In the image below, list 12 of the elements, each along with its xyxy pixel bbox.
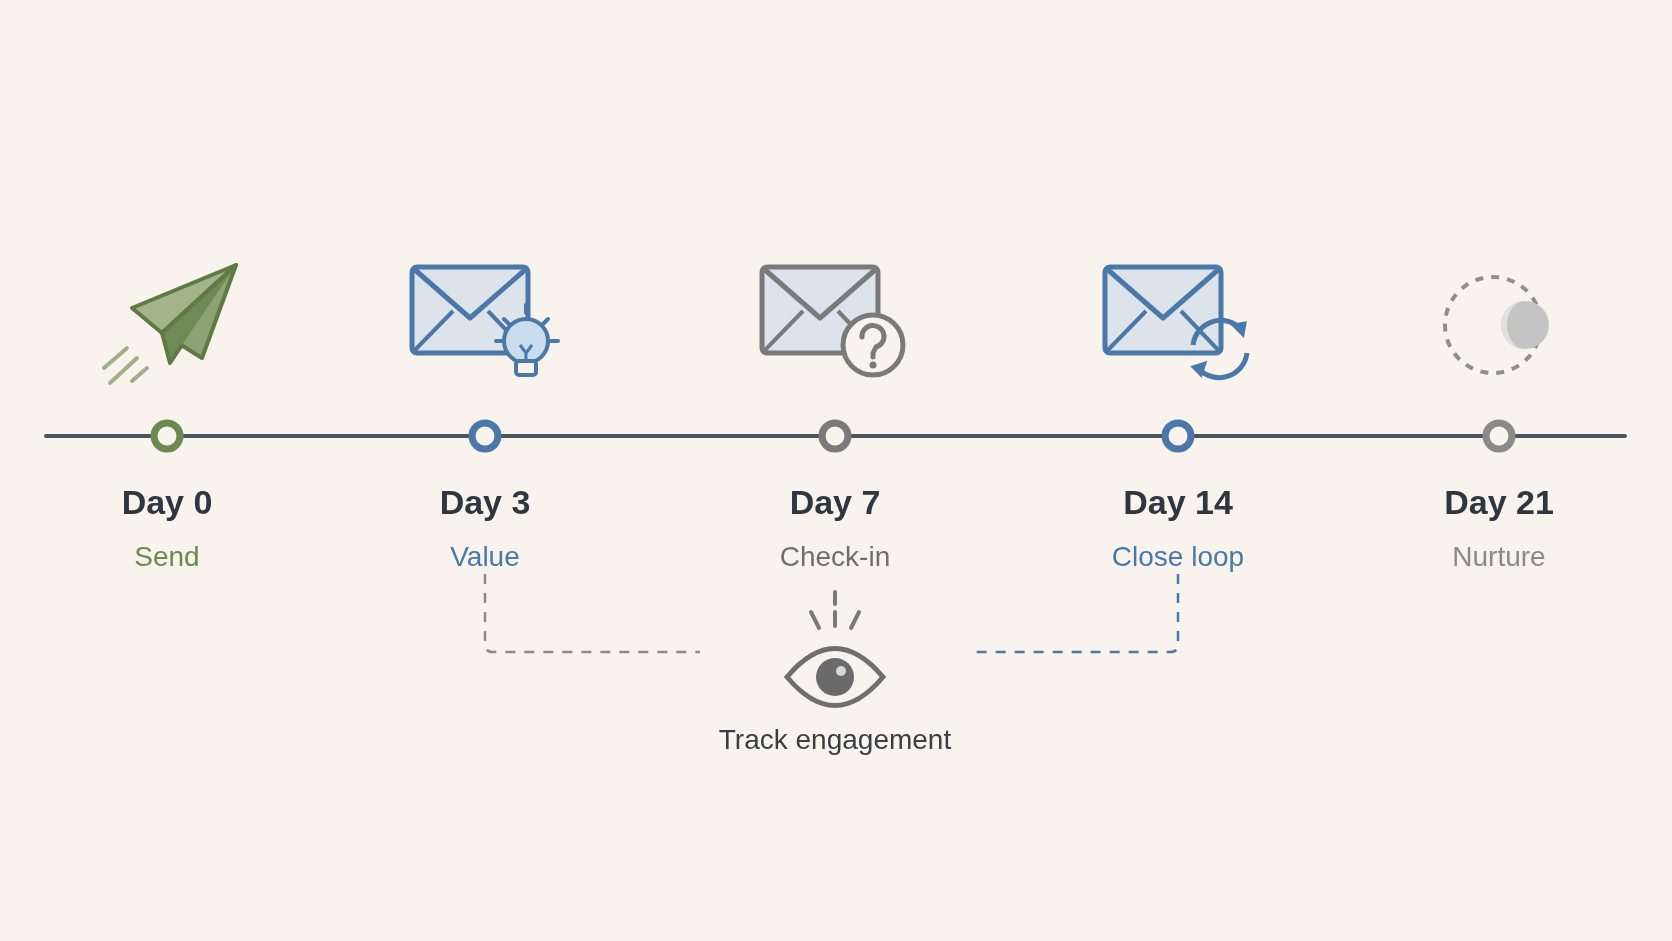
step-label: Check-in [779, 540, 891, 574]
day-label: Day 14 [1123, 482, 1233, 522]
dashed-connector [483, 574, 700, 654]
day-label: Day 3 [439, 482, 531, 522]
step-label: Value [450, 540, 520, 574]
step-label: Close loop [1111, 540, 1245, 574]
day-label: Day 0 [121, 482, 213, 522]
day-label: Day 7 [789, 482, 881, 522]
step-label: Nurture [1452, 540, 1546, 574]
caption-label: Track engagement [718, 723, 952, 757]
step-label: Send [134, 540, 200, 574]
day-label: Day 21 [1444, 482, 1554, 522]
